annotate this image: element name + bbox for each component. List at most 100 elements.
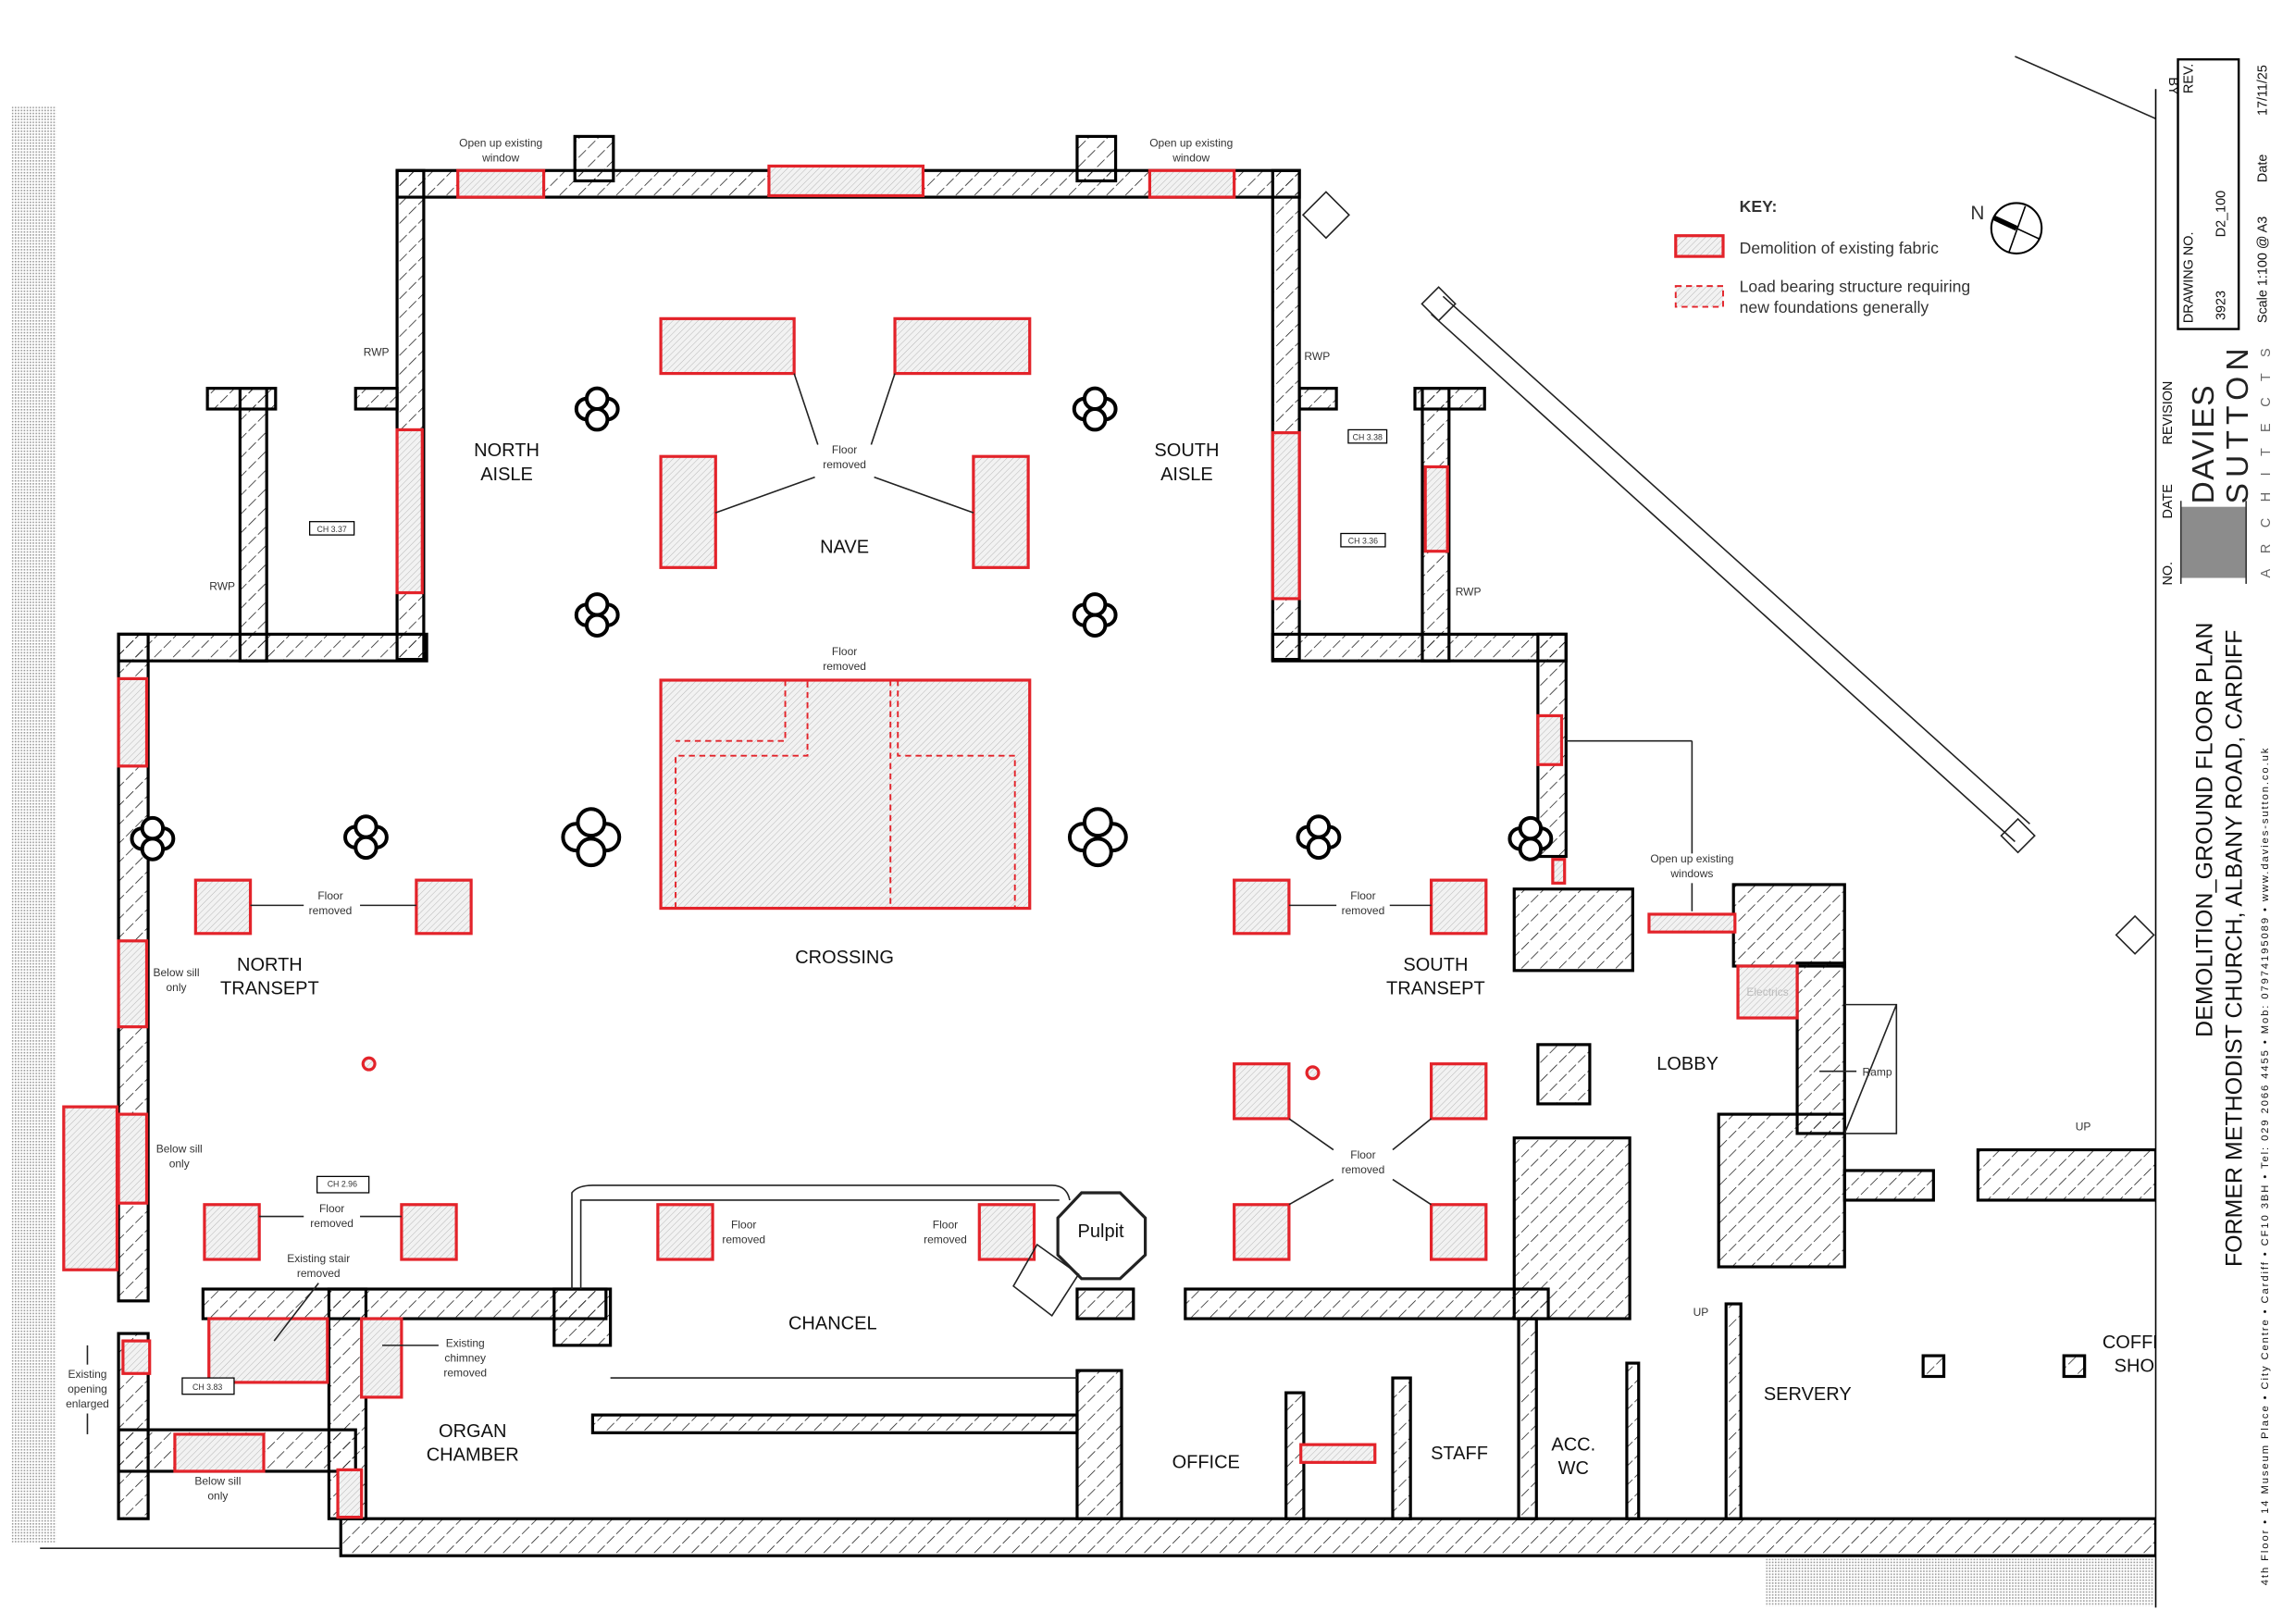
note-chimney-removed: Existing [446,1336,485,1349]
drawing-number: D2_100 [2214,191,2229,237]
ceiling-height-tags: CH 3.37 CH 3.36 CH 3.38 CH 2.96 CH 3.83 [181,428,1388,1395]
project-title: FORMER METHODIST CHURCH, ALBANY ROAD, CA… [2222,630,2247,1267]
note-open-window: Open up existing [1149,137,1233,150]
north-arrow-icon: N [1970,202,2043,254]
drawing-number-box [2177,57,2240,330]
room-organ-chamber: ORGAN [439,1421,506,1442]
note-floor-removed: Floor [832,645,857,658]
room-north-transept: TRANSEPT [220,978,319,998]
note-below-sill: Below sill [156,1143,203,1156]
note-floor-removed: removed [309,904,353,917]
logo-line2: SUTTON [2221,348,2255,503]
room-office: OFFICE [1172,1453,1240,1473]
ch-tag: CH 3.38 [1353,433,1383,442]
room-coffee-shop: COFFEE [2103,1333,2177,1353]
boundary-stipple-bottom [1766,1558,2154,1606]
legend-label: new foundations generally [1740,298,1929,316]
room-labels: NORTH AISLE NAVE SOUTH AISLE NORTH TRANS… [220,440,2177,1479]
note-open-window: window [481,152,519,165]
note-below-sill: only [207,1489,228,1502]
note-floor-removed: Floor [1350,1148,1375,1161]
room-north-transept: NORTH [237,955,303,975]
legend-swatch-demolition [1674,234,1725,258]
north-label: N [1970,203,1984,224]
note-open-window: window [1172,152,1210,165]
note-rwp: RWP [209,579,235,592]
annotations: Open up existing window Open up existing… [66,137,2090,1503]
chancel-rail [571,1184,1148,1379]
note-rwp: RWP [1304,350,1330,363]
note-floor-removed: removed [924,1233,967,1246]
drawing-no-label: DRAWING NO. [2182,232,2197,324]
room-coffee-shop: SHOP [2115,1357,2167,1377]
legend: KEY: Demolition of existing fabric Load … [1674,197,2043,316]
note-open-windows: windows [1669,867,1713,880]
note-floor-removed: removed [1342,904,1385,917]
external-ramp-line [1301,56,2156,955]
ch-tag: CH 3.83 [192,1382,222,1392]
room-south-aisle: SOUTH [1154,440,1219,461]
note-floor-removed: Floor [319,1202,344,1215]
room-chancel: CHANCEL [788,1313,877,1333]
legend-swatch-load-bearing [1674,285,1724,308]
room-acc-wc: WC [1558,1458,1589,1479]
ramp-label: Ramp [1863,1065,1892,1078]
note-opening-enlarged: enlarged [66,1397,109,1410]
pulpit-label: Pulpit [1078,1221,1124,1242]
annotation-leaders [250,373,1898,1346]
revision-label: REVISION [2161,381,2176,445]
up-label: UP [2076,1121,2091,1134]
note-rwp: RWP [1456,586,1482,599]
date-label: Date [2256,155,2271,182]
note-floor-removed: Floor [933,1218,958,1231]
logo-line3: A R C H I T E C T S [2259,348,2274,577]
note-open-windows: Open up existing [1650,852,1733,865]
note-floor-removed: Floor [317,889,342,902]
note-floor-removed: removed [823,660,866,673]
note-below-sill: Below sill [154,966,200,979]
note-floor-removed: removed [310,1217,354,1230]
electrics-label: Electrics [1746,986,1788,998]
legend-label: Load bearing structure requiring [1740,278,1971,296]
note-below-sill: Below sill [194,1474,241,1487]
rev-date-label: DATE [2161,484,2176,518]
up-label: UP [1693,1306,1709,1319]
room-lobby: LOBBY [1656,1054,1718,1074]
room-servery: SERVERY [1764,1384,1852,1405]
note-below-sill: only [167,981,187,994]
legend-title: KEY: [1740,197,1778,216]
note-floor-removed: removed [823,458,866,471]
room-north-aisle: AISLE [480,465,533,485]
note-stair-removed: removed [297,1267,341,1280]
note-stair-removed: Existing stair [287,1252,350,1265]
room-south-transept: SOUTH [1403,955,1468,975]
room-organ-chamber: CHAMBER [427,1445,519,1466]
note-below-sill: only [169,1158,190,1171]
rev-by-label: BY [2165,77,2180,95]
demolition-areas [62,164,1799,1519]
room-staff: STAFF [1431,1444,1488,1464]
note-chimney-removed: chimney [444,1351,486,1364]
room-north-aisle: NORTH [474,440,540,461]
title-block: BY NO. DATE REVISION DRAWING NO. REV. 39… [2154,57,2274,1608]
legend-label: Demolition of existing fabric [1740,239,1940,257]
note-opening-enlarged: Existing [68,1368,106,1381]
boundary-stipple [11,106,56,1544]
davies-sutton-logo: DAVIES SUTTON A R C H I T E C T S [2179,348,2274,584]
scale: Scale 1:100 @ A3 [2256,217,2271,323]
note-open-window: Open up existing [459,137,542,150]
note-floor-removed: removed [722,1233,765,1246]
room-nave: NAVE [820,537,869,557]
note-rwp: RWP [364,345,390,358]
note-floor-removed: Floor [731,1218,756,1231]
ch-tag: CH 3.37 [316,525,346,534]
note-floor-removed: Floor [1350,889,1375,902]
note-opening-enlarged: opening [68,1382,107,1395]
rev-no-label: NO. [2161,562,2176,586]
room-south-aisle: AISLE [1160,465,1213,485]
job-number: 3923 [2214,291,2229,320]
note-floor-removed: removed [1342,1163,1385,1176]
rev-label: REV. [2182,64,2197,93]
ch-tag: CH 2.96 [328,1180,357,1189]
room-acc-wc: ACC. [1551,1435,1595,1456]
